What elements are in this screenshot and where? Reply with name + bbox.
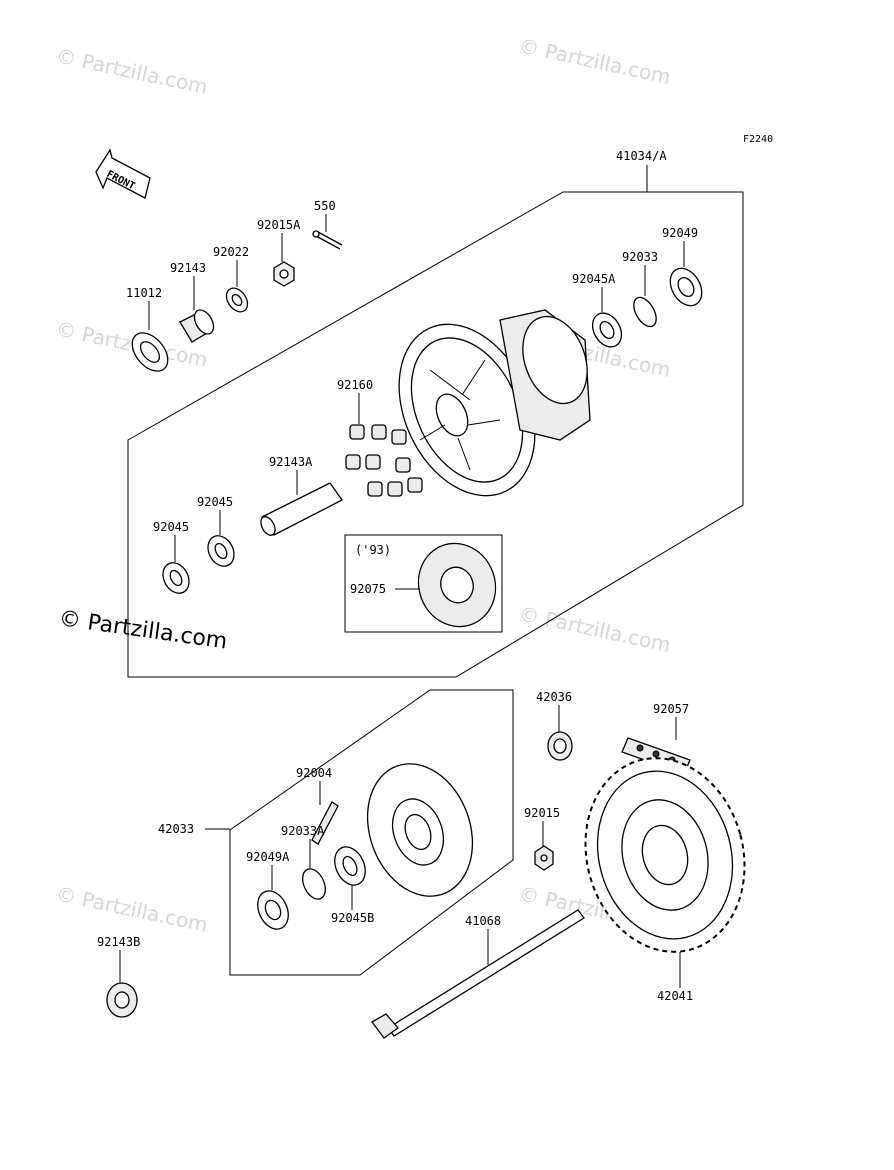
svg-text:92160: 92160	[337, 378, 373, 392]
svg-text:42033: 42033	[158, 822, 194, 836]
label-92143B: 92143B	[97, 935, 140, 983]
cotter-pin-550-icon	[312, 230, 343, 250]
nut-92015-icon	[534, 845, 554, 871]
label-92015A: 92015A	[257, 218, 301, 262]
watermark: © Partzilla.com	[517, 33, 673, 89]
label-92045-upper: 92045	[197, 495, 233, 535]
coupling-42033-icon	[366, 763, 474, 897]
diagram-code: F2240	[743, 134, 773, 145]
bearing-92045-icon	[162, 562, 190, 594]
label-92143: 92143	[170, 261, 206, 310]
svg-text:92015: 92015	[524, 806, 560, 820]
stud-92004-icon	[311, 801, 339, 845]
bearing-92045B-icon	[334, 846, 366, 886]
label-41068: 41068	[465, 914, 501, 965]
collar-92143-icon	[179, 309, 215, 343]
svg-text:92057: 92057	[653, 702, 689, 716]
label-92015: 92015	[524, 806, 560, 846]
label-92045A: 92045A	[572, 272, 616, 312]
label-92160: 92160	[337, 378, 373, 424]
svg-text:92033A: 92033A	[281, 824, 325, 838]
label-92075: 92075	[350, 582, 420, 596]
collar-92143B-icon	[106, 982, 138, 1018]
label-92045B: 92045B	[331, 886, 374, 925]
year-variant-box	[344, 534, 503, 633]
svg-text:('93): ('93)	[355, 543, 391, 557]
watermark-main: © Partzilla.com	[57, 606, 229, 654]
svg-text:92022: 92022	[213, 245, 249, 259]
coupling-assembly-outline	[229, 689, 514, 976]
svg-text:92143B: 92143B	[97, 935, 140, 949]
label-92033: 92033	[622, 250, 658, 296]
svg-text:41068: 41068	[465, 914, 501, 928]
label-42036: 42036	[536, 690, 572, 732]
svg-text:92045B: 92045B	[331, 911, 374, 925]
label-92004: 92004	[296, 766, 332, 805]
svg-text:92004: 92004	[296, 766, 332, 780]
circlip-92033A-icon	[302, 868, 326, 900]
svg-text:92045A: 92045A	[572, 272, 616, 286]
seal-11012-icon	[131, 332, 169, 372]
svg-text:92075: 92075	[350, 582, 386, 596]
spacer-92143A-icon	[260, 482, 343, 536]
svg-text:42036: 42036	[536, 690, 572, 704]
washer-92022-icon	[225, 287, 249, 313]
svg-text:11012: 11012	[126, 286, 162, 300]
nut-92015A-icon	[273, 261, 295, 287]
label-92143A: 92143A	[269, 455, 313, 495]
front-arrow-icon: FRONT	[95, 148, 151, 199]
label-92057: 92057	[653, 702, 689, 740]
label-92022: 92022	[213, 245, 249, 287]
label-year-note: ('93)	[355, 543, 391, 557]
svg-text:92143A: 92143A	[269, 455, 313, 469]
wheel-hub-icon	[398, 309, 591, 497]
svg-text:92049A: 92049A	[246, 850, 290, 864]
svg-text:41034/A: 41034/A	[616, 149, 667, 163]
seal-92049A-icon	[257, 890, 289, 930]
circlip-92033-icon	[633, 296, 657, 328]
damper-92075-icon	[417, 542, 497, 628]
seal-92049-icon	[669, 267, 703, 307]
bearing-92045-icon	[207, 535, 235, 567]
hub-assembly-outline	[127, 191, 744, 678]
svg-text:92015A: 92015A	[257, 218, 301, 232]
label-92033A: 92033A	[281, 824, 325, 868]
sprocket-42041-icon	[584, 757, 746, 953]
label-92049A: 92049A	[246, 850, 290, 890]
label-11012: 11012	[126, 286, 162, 330]
watermark-group: © Partzilla.com © Partzilla.com © Partzi…	[54, 33, 673, 937]
svg-text:92045: 92045	[197, 495, 233, 509]
label-550: 550	[314, 199, 336, 232]
label-92045-lower: 92045	[153, 520, 189, 562]
bearing-92045A-icon	[591, 312, 623, 348]
label-92049: 92049	[662, 226, 698, 267]
axle-41068-icon	[371, 909, 585, 1039]
svg-text:92045: 92045	[153, 520, 189, 534]
watermark: © Partzilla.com	[517, 601, 673, 657]
label-41034A: 41034/A	[616, 149, 667, 192]
damper-92160-icon	[345, 424, 423, 497]
label-42041: 42041	[657, 952, 693, 1003]
svg-text:92143: 92143	[170, 261, 206, 275]
svg-text:42041: 42041	[657, 989, 693, 1003]
label-42033: 42033	[158, 822, 230, 836]
watermark: © Partzilla.com	[54, 881, 210, 937]
svg-text:92049: 92049	[662, 226, 698, 240]
collar-42036-icon	[547, 731, 573, 761]
svg-text:550: 550	[314, 199, 336, 213]
svg-text:92033: 92033	[622, 250, 658, 264]
watermark: © Partzilla.com	[54, 43, 210, 99]
